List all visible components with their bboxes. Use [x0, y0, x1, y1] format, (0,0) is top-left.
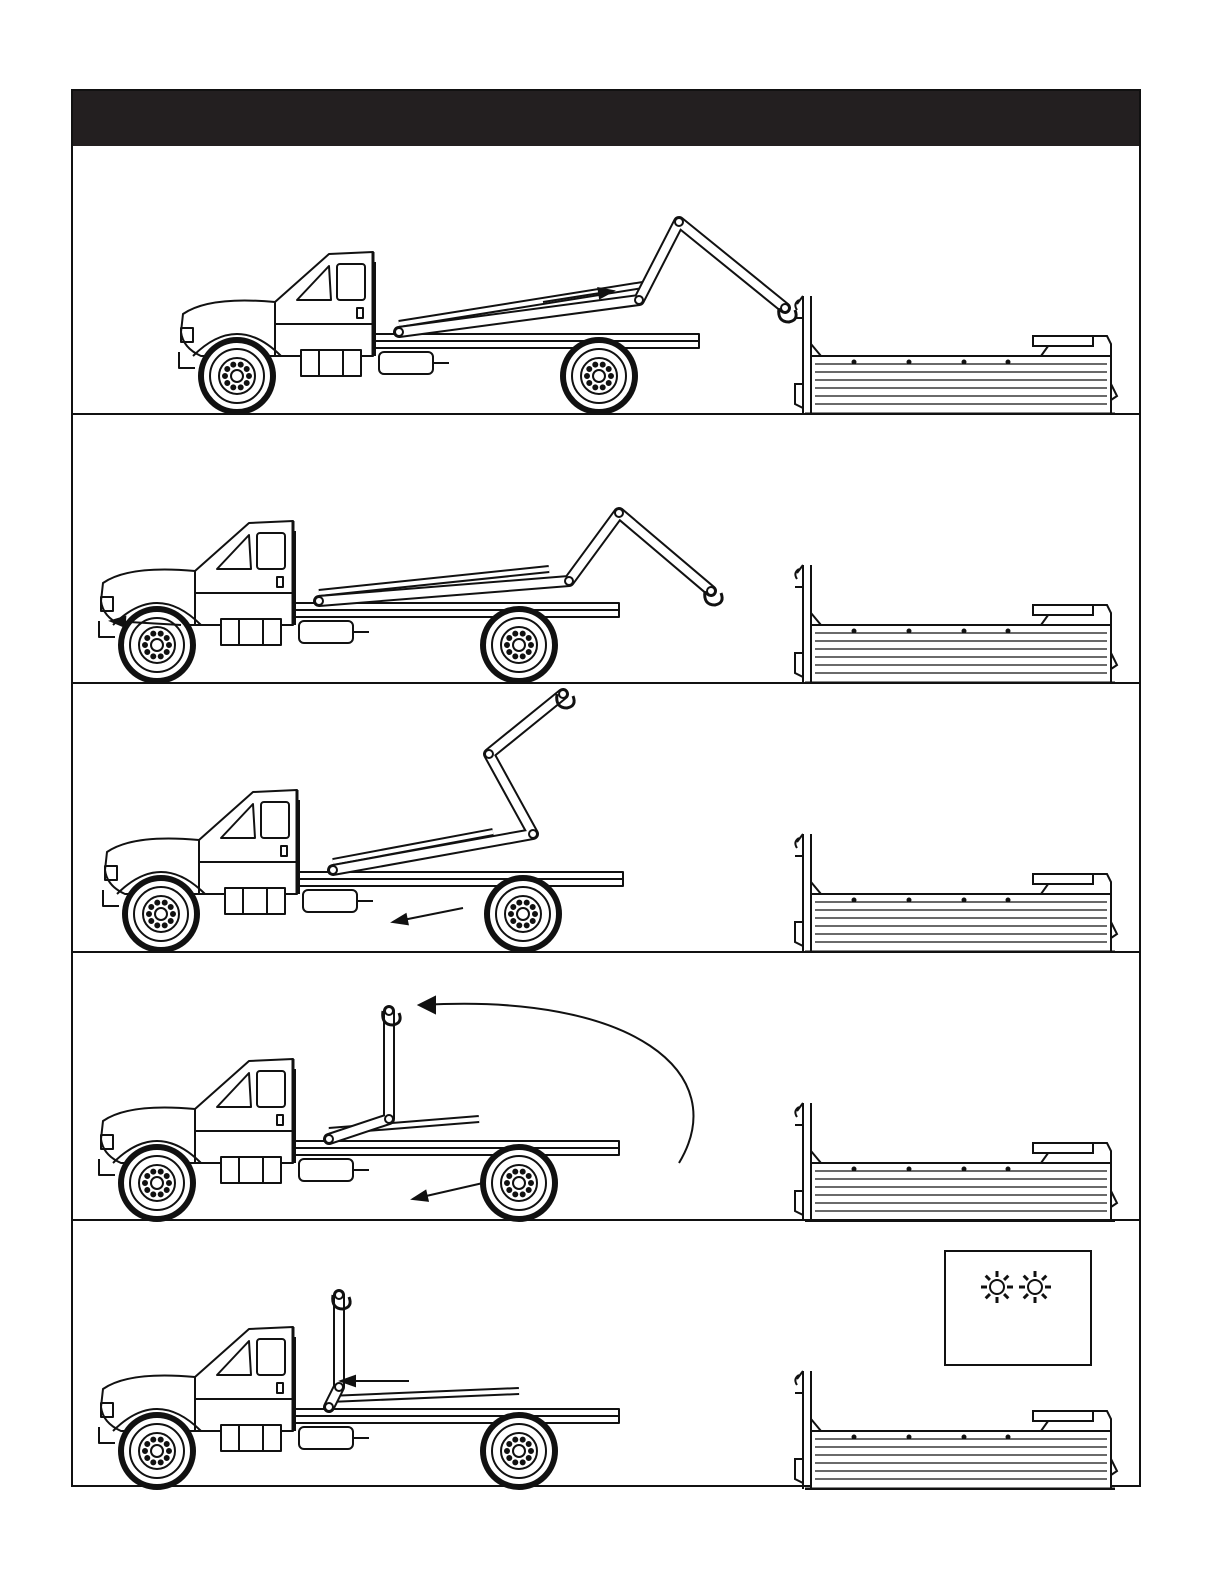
fuel-tank: [221, 619, 281, 645]
wheel: [483, 609, 555, 681]
container-rim: [811, 611, 1051, 625]
step-panel-4: [73, 953, 1139, 1222]
hydraulic-tank: [299, 1159, 353, 1181]
wheel: [121, 609, 193, 681]
bumper: [179, 352, 195, 368]
bumper: [99, 621, 115, 637]
truck: [99, 1007, 619, 1219]
wheel: [487, 878, 559, 950]
cab-body: [195, 521, 293, 625]
panel-drawing: [73, 953, 1139, 1222]
container-rim: [811, 880, 1051, 894]
truck: [179, 218, 796, 412]
cab-body: [199, 790, 297, 894]
front-post: [803, 1103, 811, 1221]
step-panel-1: [73, 146, 1139, 415]
hook-arm: [325, 1291, 350, 1411]
container-rim: [811, 1417, 1051, 1431]
arrow-icon: [393, 908, 463, 924]
container: [795, 296, 1117, 414]
step-panel-2: [73, 415, 1139, 684]
truck: [99, 1291, 619, 1487]
bumper: [103, 890, 119, 906]
hazard-lights-box: [945, 1251, 1091, 1365]
cab-body: [275, 252, 373, 356]
hook-arm: [325, 1007, 400, 1143]
container-body: [811, 625, 1111, 683]
step-panel-5: [73, 1221, 1139, 1490]
panel-drawing: [73, 684, 1139, 953]
rear-top: [1033, 874, 1093, 884]
wheel: [483, 1147, 555, 1219]
fuel-tank: [221, 1157, 281, 1183]
rear-top: [1033, 336, 1093, 346]
hook-bar: [795, 565, 803, 587]
container-body: [811, 356, 1111, 414]
panel-drawing: [73, 146, 1139, 415]
bumper: [99, 1159, 115, 1175]
container-body: [811, 1163, 1111, 1221]
instruction-sheet: [71, 89, 1141, 1487]
front-post: [803, 834, 811, 952]
cab-body: [195, 1059, 293, 1163]
container-body: [811, 1431, 1111, 1489]
rear-top: [1033, 605, 1093, 615]
truck: [99, 509, 722, 681]
wheel: [121, 1415, 193, 1487]
panel-drawing: [73, 415, 1139, 684]
arrow-icon: [341, 1376, 409, 1386]
container-rim: [811, 342, 1051, 356]
rear-top: [1033, 1411, 1093, 1421]
hydraulic-tank: [299, 1427, 353, 1449]
container: [795, 1103, 1117, 1221]
front-post: [803, 296, 811, 414]
step-panel-3: [73, 684, 1139, 953]
container: [795, 834, 1117, 952]
arrow-icon: [413, 1183, 483, 1201]
hook-arm: [315, 509, 722, 605]
front-post: [803, 565, 811, 683]
bumper: [99, 1427, 115, 1443]
arc-arrow-icon: [419, 997, 693, 1163]
container-body: [811, 894, 1111, 952]
fuel-tank: [301, 350, 361, 376]
panel-drawing: [73, 1221, 1139, 1490]
wheel: [121, 1147, 193, 1219]
container: [795, 1371, 1117, 1489]
hook-bar: [795, 834, 803, 856]
hook-arm: [329, 690, 574, 874]
front-post: [803, 1371, 811, 1489]
hook-bar: [795, 1103, 803, 1125]
truck: [103, 690, 623, 950]
cab-body: [195, 1327, 293, 1431]
hydraulic-tank: [303, 890, 357, 912]
fuel-tank: [221, 1425, 281, 1451]
rear-top: [1033, 1143, 1093, 1153]
wheel: [563, 340, 635, 412]
hook-bar: [795, 1371, 803, 1393]
fuel-tank: [225, 888, 285, 914]
wheel: [201, 340, 273, 412]
header-bar: [73, 91, 1139, 146]
hydraulic-tank: [299, 621, 353, 643]
wheel: [125, 878, 197, 950]
container: [795, 565, 1117, 683]
hydraulic-tank: [379, 352, 433, 374]
wheel: [483, 1415, 555, 1487]
container-rim: [811, 1149, 1051, 1163]
